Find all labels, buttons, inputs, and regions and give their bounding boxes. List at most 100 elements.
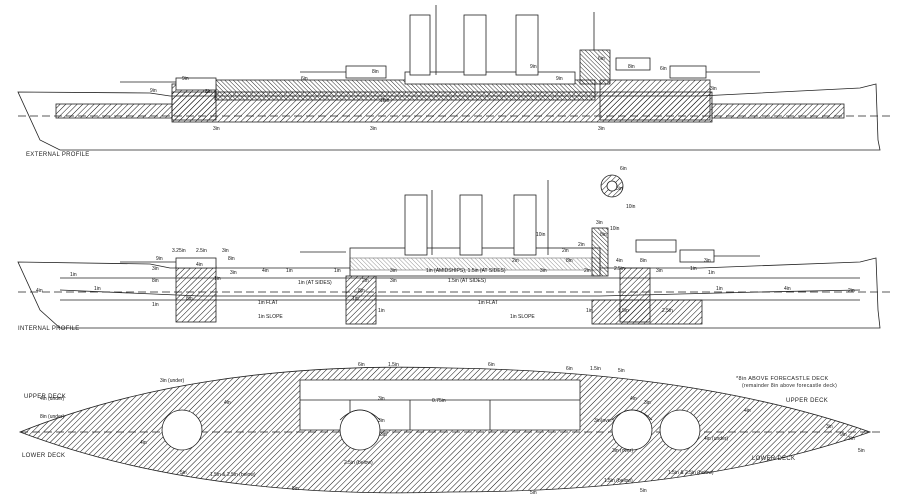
external-armour-label: 3in bbox=[370, 126, 377, 132]
plan-upper-deck-left: UPPER DECK bbox=[24, 394, 67, 400]
plan-note-line2: (remainder 8in above forecastle deck) bbox=[742, 383, 838, 389]
internal-armour-label: 3.25in bbox=[172, 248, 186, 254]
plan-armour-label: 5in bbox=[180, 470, 187, 476]
internal-armour-label: 2.5in bbox=[614, 266, 625, 272]
external-aft-turret bbox=[669, 65, 707, 79]
internal-armour-label: 1in bbox=[334, 268, 341, 274]
plan-armour-label: 3in bbox=[380, 432, 387, 438]
internal-armour-label: 3in bbox=[222, 248, 229, 254]
plan-armour-label: 4in bbox=[630, 396, 637, 402]
external-aft-belt bbox=[711, 103, 845, 119]
external-armour-label: 6in bbox=[660, 66, 667, 72]
internal-armour-label: 1in bbox=[94, 286, 101, 292]
internal-armour-label: 8in bbox=[640, 258, 647, 264]
plan-armour-label: 1.5in (below) bbox=[604, 478, 633, 484]
plan-armour-label: 3in(over) bbox=[594, 418, 614, 424]
deck-plan-view bbox=[18, 366, 880, 494]
external-funnel-2 bbox=[463, 14, 487, 76]
internal-armour-label: 2.5in bbox=[662, 308, 673, 314]
plan-armour-label: 3in (under) bbox=[160, 378, 185, 384]
internal-armour-label: 1in FLAT bbox=[478, 300, 498, 306]
external-armour-label: 9in bbox=[556, 76, 563, 82]
internal-armour-label: 2in bbox=[512, 258, 519, 264]
plan-lower-deck-left: LOWER DECK bbox=[22, 453, 66, 459]
internal-fwd-barbette bbox=[175, 265, 217, 323]
external-armour-label: 6in bbox=[598, 56, 605, 62]
plan-armour-label: 0.75in bbox=[432, 398, 446, 404]
internal-armour-label: 8in bbox=[228, 256, 235, 262]
plan-armour-label: 5in bbox=[618, 368, 625, 374]
internal-armour-label: 2in bbox=[362, 278, 369, 284]
internal-armour-label: 2in bbox=[578, 242, 585, 248]
internal-armour-label: 10in bbox=[610, 226, 620, 232]
external-armour-label: 3in bbox=[213, 126, 220, 132]
internal-armour-label: 4in bbox=[262, 268, 269, 274]
plan-note-line1: *8in ABOVE FORECASTLE DECK bbox=[736, 376, 829, 382]
plan-armour-label: 5in bbox=[858, 448, 865, 454]
internal-armour-label: 1in bbox=[70, 272, 77, 278]
plan-armour-label: 6in bbox=[566, 366, 573, 372]
plan-armour-label: 3in (over) bbox=[612, 448, 633, 454]
internal-armour-label: 8in bbox=[152, 278, 159, 284]
internal-armour-label: 3in bbox=[540, 268, 547, 274]
internal-armour-label: 1in bbox=[690, 266, 697, 272]
external-armour-label: 9in bbox=[182, 76, 189, 82]
internal-armour-label: 2in bbox=[848, 288, 855, 294]
plan-armour-label: 4in bbox=[744, 408, 751, 414]
internal-armour-label: 2.5in bbox=[196, 248, 207, 254]
external-aft-barbette bbox=[599, 79, 711, 121]
internal-armour-label: 1in bbox=[286, 268, 293, 274]
internal-armour-label: 1in bbox=[586, 308, 593, 314]
external-wing-turret-1 bbox=[345, 65, 387, 79]
internal-armour-label: 8in bbox=[358, 288, 365, 294]
plan-armour-label: 4in (under) bbox=[40, 396, 65, 402]
internal-armour-label: 3in bbox=[704, 258, 711, 264]
internal-armour-label: 10in bbox=[536, 232, 546, 238]
plan-armour-label: 6in bbox=[488, 362, 495, 368]
plan-fwd-barbette bbox=[161, 409, 203, 451]
internal-armour-label: 4in bbox=[196, 262, 203, 268]
plan-armour-label: 3in bbox=[644, 400, 651, 406]
internal-armour-label: 9in bbox=[156, 256, 163, 262]
internal-armour-deck bbox=[59, 289, 861, 297]
internal-armour-label: 1in bbox=[716, 286, 723, 292]
internal-armour-label: 3in bbox=[390, 278, 397, 284]
internal-armour-label: 8in bbox=[186, 296, 193, 302]
internal-armour-label: 1.5in (AT SIDES) bbox=[448, 278, 486, 284]
external-armour-label: 3in bbox=[598, 126, 605, 132]
internal-armour-label: 1in bbox=[214, 276, 221, 282]
internal-armour-label: 4in bbox=[616, 258, 623, 264]
internal-armour-label: 3in bbox=[390, 268, 397, 274]
plan-armour-label: 3in bbox=[848, 436, 855, 442]
internal-armour-label: 8in bbox=[600, 232, 607, 238]
plan-armour-label: 2.5in (below) bbox=[344, 460, 373, 466]
plan-armour-label: 3in bbox=[378, 418, 385, 424]
plan-armour-label: 4in bbox=[224, 400, 231, 406]
internal-armour-label: 1.5in bbox=[618, 308, 629, 314]
external-profile-title: EXTERNAL PROFILE bbox=[26, 152, 90, 158]
internal-armour-label: 1in (AMIDSHIPS), 1.5in (AT SIDES) bbox=[426, 268, 506, 274]
external-wing-turret-2 bbox=[615, 57, 651, 71]
external-funnel-1 bbox=[409, 14, 431, 76]
plan-armour-label: 4in (under) bbox=[704, 436, 729, 442]
plan-wing-barbette-1 bbox=[339, 409, 381, 451]
plan-upper-deck-right: UPPER DECK bbox=[786, 398, 829, 404]
external-fore-belt bbox=[55, 103, 173, 119]
plan-armour-label: 9in bbox=[840, 432, 847, 438]
plan-armour-label: 3in bbox=[378, 396, 385, 402]
internal-armour-label: 2in bbox=[584, 268, 591, 274]
external-armour-label: 9in bbox=[530, 64, 537, 70]
internal-profile-view bbox=[17, 174, 890, 329]
internal-armour-label: 1in FLAT bbox=[258, 300, 278, 306]
external-conning-tower bbox=[579, 49, 611, 85]
plan-armour-label: 5in bbox=[530, 490, 537, 496]
internal-armour-label: 3in bbox=[656, 268, 663, 274]
internal-armour-label: 1in (AT SIDES) bbox=[298, 280, 332, 286]
internal-armour-label: 3in bbox=[152, 266, 159, 272]
external-armour-label: 8in bbox=[628, 64, 635, 70]
internal-armour-label: 4in bbox=[784, 286, 791, 292]
plan-wing-barbette-2 bbox=[611, 409, 653, 451]
plan-armour-label: 5in bbox=[292, 486, 299, 492]
internal-armour-label: 3in bbox=[596, 220, 603, 226]
